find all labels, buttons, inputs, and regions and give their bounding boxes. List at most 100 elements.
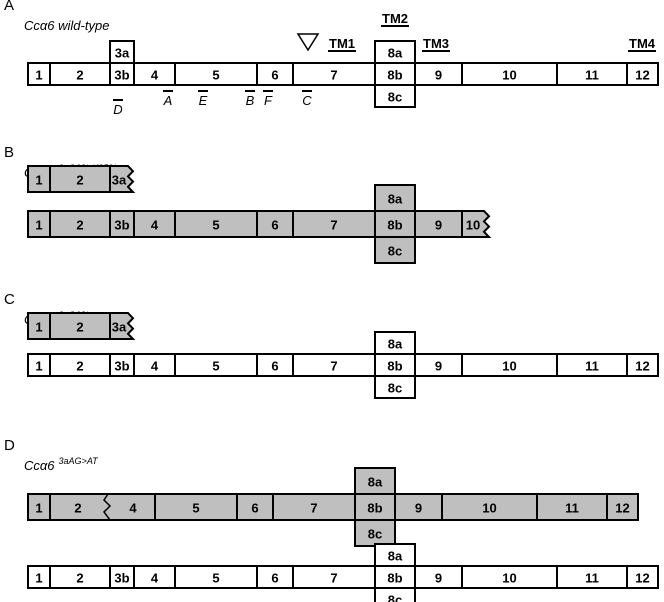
d-wt-exon-1-label: 1 — [35, 571, 42, 586]
d-wt-exon-4: 4 — [133, 565, 176, 589]
primer-f: F — [264, 93, 273, 108]
primer-e: E — [199, 93, 208, 108]
b-long-exon-3b-label: 3b — [114, 218, 129, 233]
wt-exon-12: 12 — [626, 62, 659, 86]
d-mut-exon-8a-label: 8a — [368, 475, 383, 490]
wt-exon-3a: 3a — [109, 40, 135, 64]
wt-exon-11-label: 11 — [585, 68, 599, 83]
wt-exon-3a-label: 3a — [115, 46, 130, 61]
c-long-exon-2: 2 — [49, 353, 111, 377]
c-long-exon-12: 12 — [626, 353, 659, 377]
tm-domain-2: TM2 — [382, 11, 408, 26]
d-wt-exon-2: 2 — [49, 565, 111, 589]
b-long-exon-1-label: 1 — [35, 218, 42, 233]
c-long-exon-7: 7 — [292, 353, 376, 377]
c-long-exon-4-label: 4 — [151, 359, 159, 374]
wt-exon-1-label: 1 — [35, 68, 42, 83]
d-mut-exon-5-label: 5 — [192, 501, 199, 516]
d-mut-exon-10: 10 — [441, 493, 538, 521]
d-mut-exon-7-label: 7 — [310, 501, 317, 516]
c-long-exon-8b: 8b — [374, 353, 416, 377]
tm-domain-1: TM1 — [329, 36, 355, 51]
d-wt-exon-8a-label: 8a — [388, 549, 403, 564]
b-short-exon-2: 2 — [49, 165, 111, 193]
d-mut-exon-9-label: 9 — [415, 501, 422, 516]
b-long-exon-10: 10 — [461, 210, 492, 238]
c-long-exon-8a-label: 8a — [388, 337, 403, 352]
d-wt-exon-12: 12 — [626, 565, 659, 589]
c-short-exon-3a-label: 3a — [112, 320, 127, 335]
b-long-exon-4-label: 4 — [151, 218, 159, 233]
primer-c: C — [302, 93, 312, 108]
d-mut-exon-7: 7 — [272, 493, 356, 521]
c-long-exon-8a: 8a — [374, 331, 416, 355]
wt-exon-1: 1 — [27, 62, 51, 86]
wt-exon-8a: 8a — [374, 40, 416, 64]
d-wt-exon-11-label: 11 — [585, 571, 599, 586]
d-wt-exon-3b: 3b — [109, 565, 135, 589]
d-wt-exon-3b-label: 3b — [114, 571, 129, 586]
c-long-exon-5: 5 — [174, 353, 258, 377]
b-long-exon-10-label: 10 — [466, 218, 480, 233]
c-long-exon-4: 4 — [133, 353, 176, 377]
b-long-exon-7: 7 — [292, 210, 376, 238]
c-long-exon-3b: 3b — [109, 353, 135, 377]
d-wt-exon-4-label: 4 — [151, 571, 159, 586]
b-long-exon-8b: 8b — [374, 210, 416, 238]
d-mut-exon-1-label: 1 — [35, 501, 42, 516]
b-long-exon-6: 6 — [256, 210, 294, 238]
c-long-exon-9: 9 — [414, 353, 463, 377]
c-long-exon-8c-label: 8c — [388, 381, 402, 396]
d-wt-exon-7-label: 7 — [330, 571, 337, 586]
b-long-exon-3b: 3b — [109, 210, 135, 238]
d-wt-exon-8b-label: 8b — [387, 571, 402, 586]
c-long-exon-11-label: 11 — [585, 359, 599, 374]
d-wt-exon-7: 7 — [292, 565, 376, 589]
b-long-exon-1: 1 — [27, 210, 51, 238]
c-short-exon-3a: 3a — [109, 312, 136, 340]
wt-exon-8c-label: 8c — [388, 90, 402, 105]
wt-exon-7-label: 7 — [330, 68, 337, 83]
d-mut-exon-8a: 8a — [354, 467, 396, 495]
d-mut-exon-12: 12 — [606, 493, 639, 521]
panel-a-title: Ccα6 wild-type — [24, 18, 109, 33]
d-wt-exon-10-label: 10 — [502, 571, 516, 586]
wt-exon-7: 7 — [292, 62, 376, 86]
b-short-exon-1: 1 — [27, 165, 51, 193]
b-short-exon-3a-label: 3a — [112, 173, 127, 188]
d-wt-exon-5: 5 — [174, 565, 258, 589]
d-mut-exon-12-label: 12 — [615, 501, 629, 516]
b-short-exon-1-label: 1 — [35, 173, 42, 188]
d-mut-exon-11-label: 11 — [565, 501, 579, 516]
d-mut-exon-8c-label: 8c — [368, 527, 382, 542]
d-wt-exon-9: 9 — [414, 565, 463, 589]
primer-b: B — [246, 93, 255, 108]
c-long-exon-8c: 8c — [374, 375, 416, 399]
wt-exon-11: 11 — [556, 62, 628, 86]
panel-b-letter: B — [4, 144, 14, 161]
b-long-exon-5-label: 5 — [212, 218, 219, 233]
wt-exon-8b-label: 8b — [387, 68, 402, 83]
c-long-exon-1: 1 — [27, 353, 51, 377]
wt-exon-3b: 3b — [109, 62, 135, 86]
d-mut-exon-8b-label: 8b — [367, 501, 382, 516]
d-wt-exon-8c-label: 8c — [388, 593, 402, 602]
wt-exon-12-label: 12 — [635, 68, 649, 83]
d-mut-exon-8b: 8b — [354, 493, 396, 521]
c-short-exon-2-label: 2 — [76, 320, 83, 335]
primer-d: D — [113, 102, 122, 117]
c-long-exon-8b-label: 8b — [387, 359, 402, 374]
d-wt-exon-11: 11 — [556, 565, 628, 589]
c-long-exon-11: 11 — [556, 353, 628, 377]
d-wt-exon-2-label: 2 — [76, 571, 83, 586]
b-long-exon-2: 2 — [49, 210, 111, 238]
d-mut-exon-10-label: 10 — [482, 501, 496, 516]
b-long-exon-2-label: 2 — [76, 218, 83, 233]
wt-exon-6: 6 — [256, 62, 294, 86]
d-wt-exon-5-label: 5 — [212, 571, 219, 586]
wt-exon-4: 4 — [133, 62, 176, 86]
d-wt-exon-6: 6 — [256, 565, 294, 589]
b-long-exon-5: 5 — [174, 210, 258, 238]
